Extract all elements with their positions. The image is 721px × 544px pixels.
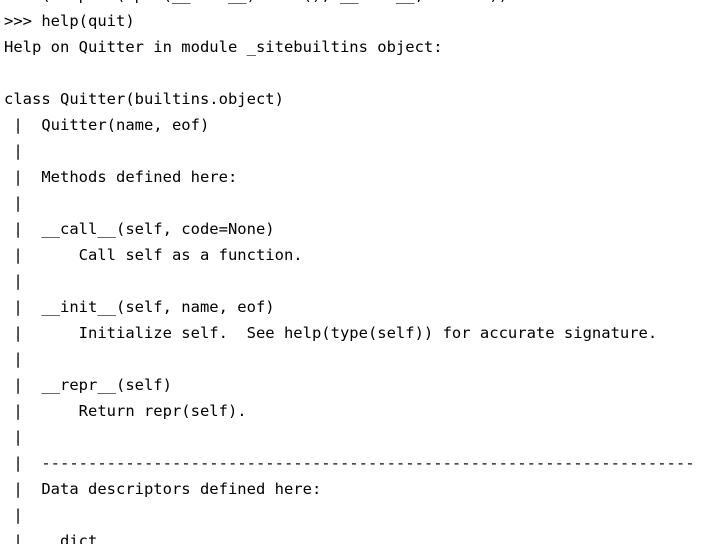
terminal-line: >>> help(quit) bbox=[4, 12, 135, 30]
terminal-line: | Quitter(name, eof) bbox=[4, 116, 210, 134]
terminal-line: | Call self as a function. bbox=[4, 246, 303, 264]
terminal-line: | __dict__ bbox=[4, 532, 116, 544]
terminal-line: | bbox=[4, 350, 23, 368]
terminal-line: | __repr__(self) bbox=[4, 376, 172, 394]
terminal-line: class Quitter(builtins.object) bbox=[4, 90, 284, 108]
terminal-line: | Initialize self. See help(type(self)) … bbox=[4, 324, 658, 342]
terminal-line: | Methods defined here: bbox=[4, 168, 238, 186]
terminal-line: exec(compile(open(__file__).read(), __fi… bbox=[4, 0, 721, 8]
terminal-line: | bbox=[4, 506, 23, 524]
terminal-line: | bbox=[4, 428, 23, 446]
terminal-line: | Data descriptors defined here: bbox=[4, 480, 322, 498]
terminal-line: | __init__(self, name, eof) bbox=[4, 298, 275, 316]
terminal-line: | Return repr(self). bbox=[4, 402, 247, 420]
terminal-line bbox=[4, 60, 721, 86]
terminal-line: | bbox=[4, 142, 23, 160]
terminal-line: | __call__(self, code=None) bbox=[4, 220, 275, 238]
terminal-line: | bbox=[4, 194, 23, 212]
terminal-line: | bbox=[4, 272, 23, 290]
terminal-line: Help on Quitter in module _sitebuiltins … bbox=[4, 38, 443, 56]
terminal-line: | --------------------------------------… bbox=[4, 454, 695, 472]
terminal-screen-buffer[interactable]: exec(compile(open(__file__).read(), __fi… bbox=[4, 0, 721, 544]
